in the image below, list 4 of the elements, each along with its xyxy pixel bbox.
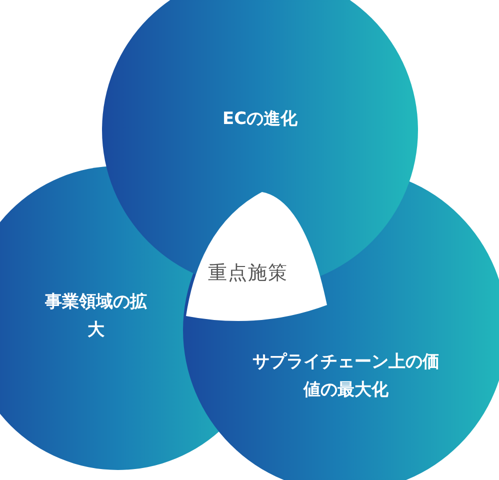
circle-label: 事業領域の拡大 bbox=[42, 288, 150, 344]
circle-label: ECの進化 bbox=[180, 105, 340, 133]
circle-label: サプライチェーン上の価値の最大化 bbox=[250, 348, 442, 404]
center-label: 重点施策 bbox=[208, 261, 288, 286]
